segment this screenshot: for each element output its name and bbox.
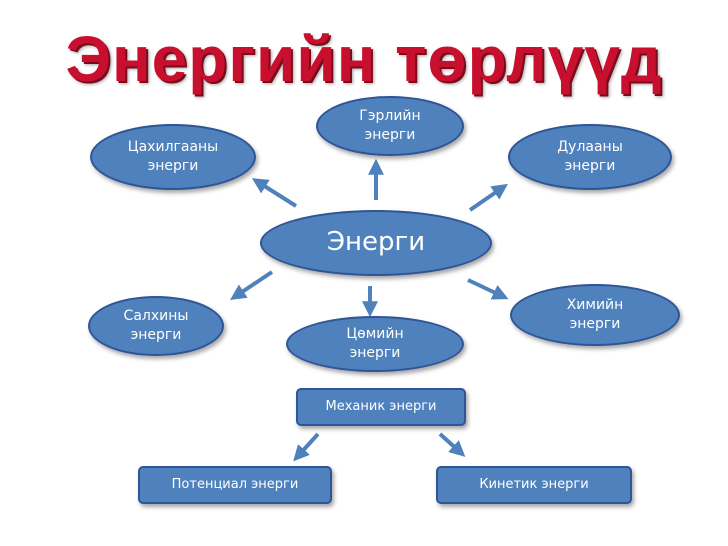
arrow-to-electric: [251, 178, 298, 208]
arrow-to-thermal: [468, 183, 508, 212]
node-light-energy: Гэрлийн энерги: [316, 96, 464, 156]
arrow-to-wind: [230, 270, 274, 300]
node-energy-center: Энерги: [260, 210, 492, 276]
arrow-to-chemical: [467, 278, 509, 300]
node-mechanical-energy: Механик энерги: [296, 388, 466, 426]
node-electric-energy: Цахилгааны энерги: [90, 124, 256, 190]
node-potential-energy: Потенциал энерги: [138, 466, 332, 504]
page-title: Энергийн төрлүүд: [65, 23, 663, 95]
node-chemical-energy: Химийн энерги: [510, 284, 680, 346]
node-wind-energy: Салхины энерги: [88, 296, 224, 356]
arrow-to-potential: [293, 432, 320, 462]
node-kinetic-energy: Кинетик энерги: [436, 466, 632, 504]
arrow-to-kinetic: [438, 432, 466, 457]
node-nuclear-energy: Цөмийн энерги: [286, 316, 464, 372]
node-thermal-energy: Дулааны энерги: [508, 124, 672, 190]
